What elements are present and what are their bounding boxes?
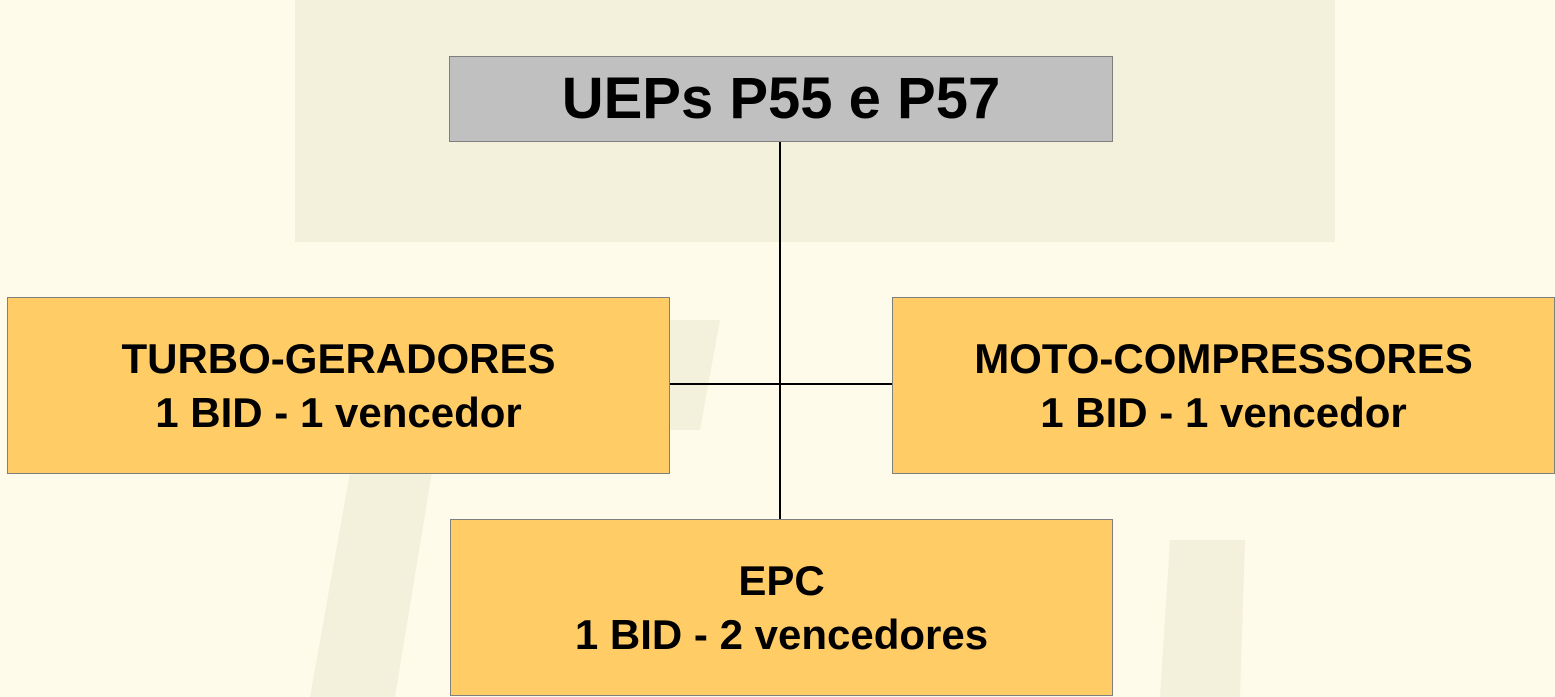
- horizontal-connector: [669, 383, 893, 385]
- moto-compressores-node: MOTO-COMPRESSORES 1 BID - 1 vencedor: [892, 297, 1555, 474]
- turbo-geradores-node: TURBO-GERADORES 1 BID - 1 vencedor: [7, 297, 670, 474]
- root-node: UEPs P55 e P57: [449, 56, 1113, 142]
- root-node-label: UEPs P55 e P57: [561, 66, 1001, 131]
- node-detail: 1 BID - 1 vencedor: [1040, 388, 1407, 436]
- node-title: MOTO-COMPRESSORES: [974, 334, 1473, 382]
- node-detail: 1 BID - 1 vencedor: [155, 388, 522, 436]
- node-detail: 1 BID - 2 vencedores: [574, 610, 989, 658]
- node-title: EPC: [738, 556, 825, 604]
- node-title: TURBO-GERADORES: [121, 334, 556, 382]
- epc-node: EPC 1 BID - 2 vencedores: [450, 519, 1113, 696]
- vertical-connector: [779, 141, 781, 520]
